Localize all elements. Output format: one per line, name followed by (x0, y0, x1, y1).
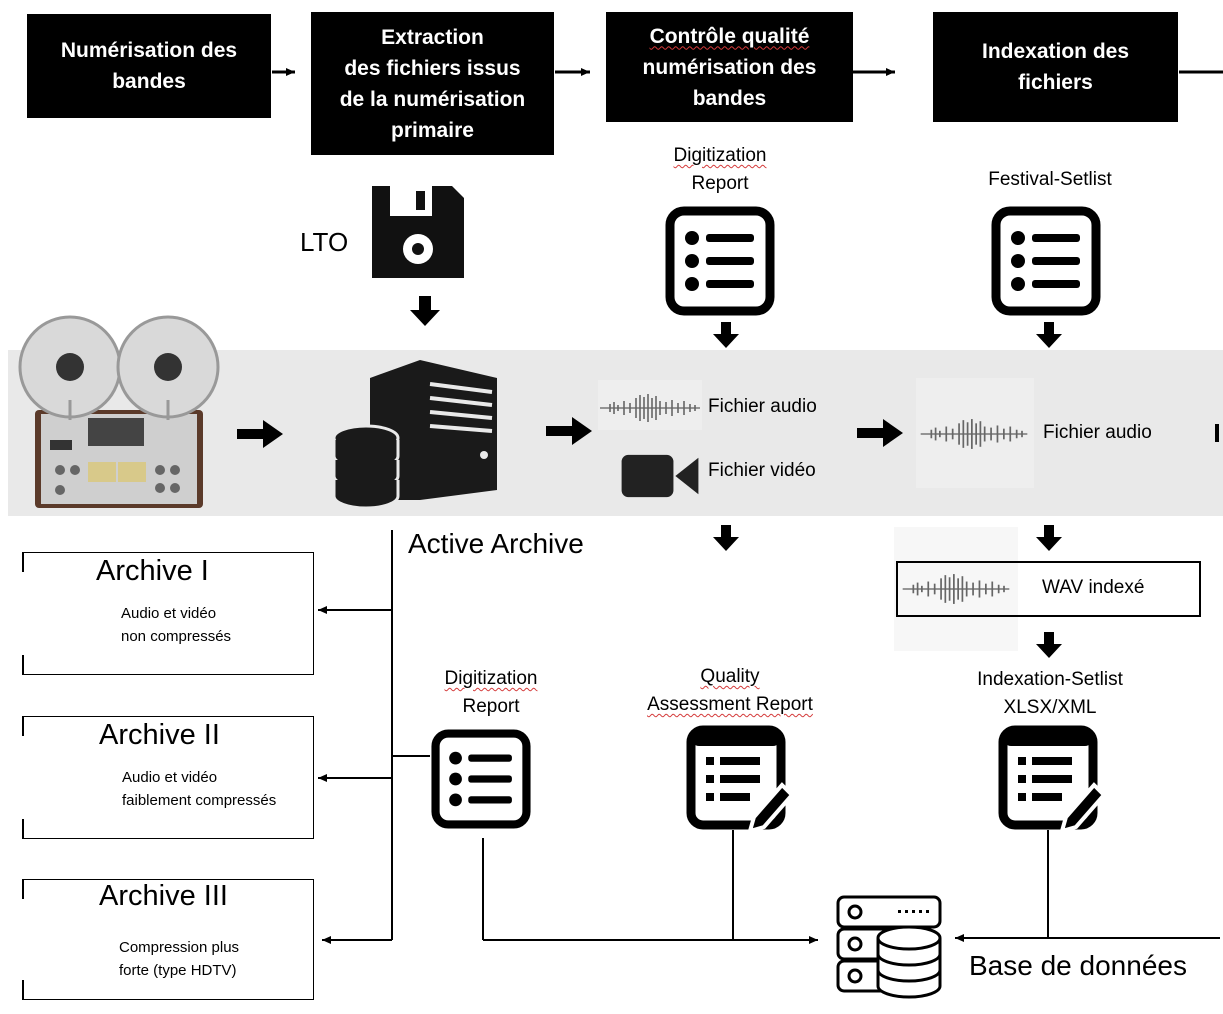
server-database-icon (332, 360, 497, 510)
digitization-report-icon-top (670, 211, 770, 311)
archive-3-box (22, 879, 314, 1000)
wav-indexed-box (896, 561, 1201, 617)
archive-2-title: Archive II (99, 719, 220, 751)
audio-file-label-1: Fichier audio (708, 396, 817, 417)
archive-1-title: Archive I (96, 555, 209, 587)
floppy-disk-icon (372, 186, 464, 278)
archive-2-box (22, 716, 314, 839)
tape-recorder-icon (18, 315, 220, 508)
archive-3-title: Archive III (99, 880, 228, 912)
archive-1-box (22, 552, 314, 675)
digitization-report-icon-bottom (436, 734, 527, 825)
video-file-label: Fichier vidéo (708, 460, 816, 481)
audio-file-label-2: Fichier audio (1043, 422, 1152, 443)
video-camera-icon (621, 454, 699, 498)
festival-setlist-label: Festival-Setlist (988, 169, 1112, 190)
database-server-icon (836, 895, 942, 999)
festival-setlist-icon (996, 211, 1096, 311)
database-label: Base de données (969, 950, 1187, 981)
active-archive-label: Active Archive (408, 528, 584, 559)
quality-report-icon (691, 730, 792, 831)
lto-label: LTO (300, 227, 349, 257)
indexation-setlist-icon (1003, 730, 1104, 831)
wav-indexed-label: WAV indexé (1042, 577, 1145, 598)
